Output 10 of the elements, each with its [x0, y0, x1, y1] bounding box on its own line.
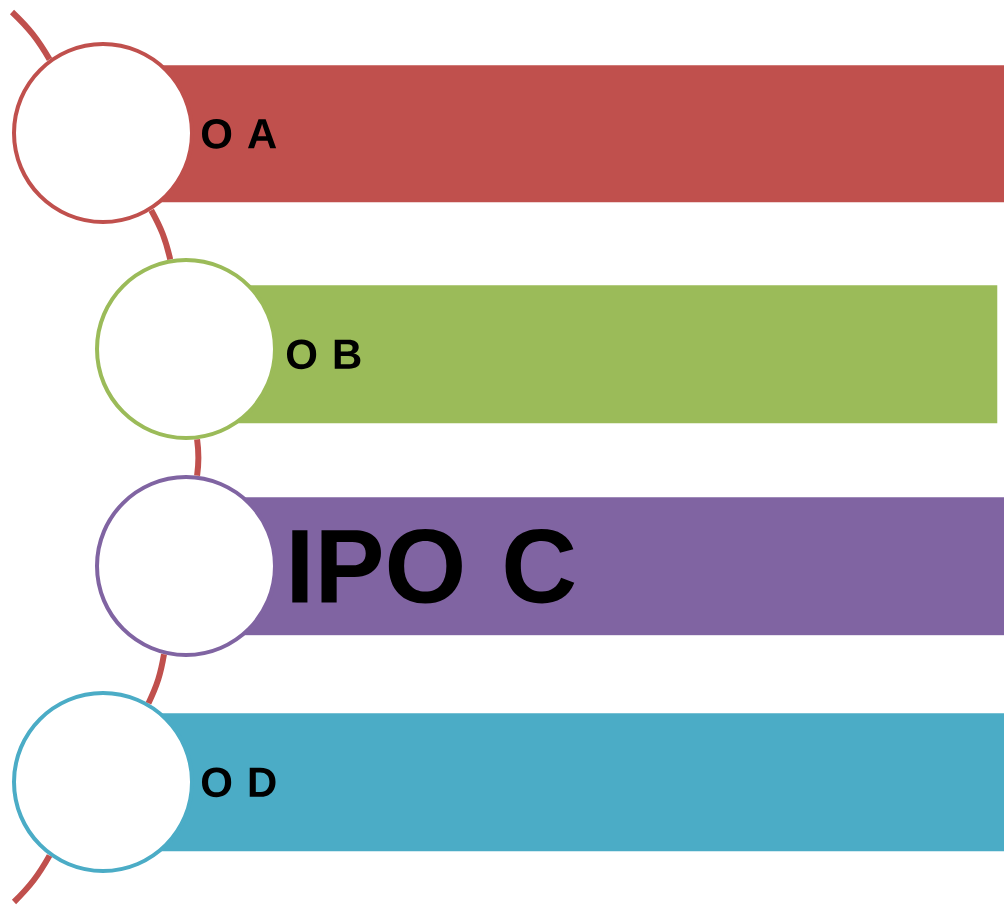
bar: O D	[150, 713, 1004, 852]
connector-line	[194, 438, 202, 477]
circle	[12, 691, 194, 873]
connector-line	[11, 854, 53, 905]
bar: O A	[150, 65, 1004, 203]
connector-line	[9, 9, 53, 61]
bar: O B	[235, 285, 998, 424]
connector-line	[145, 653, 167, 705]
connector-line	[148, 208, 174, 261]
bar: IPO C	[235, 497, 1004, 636]
